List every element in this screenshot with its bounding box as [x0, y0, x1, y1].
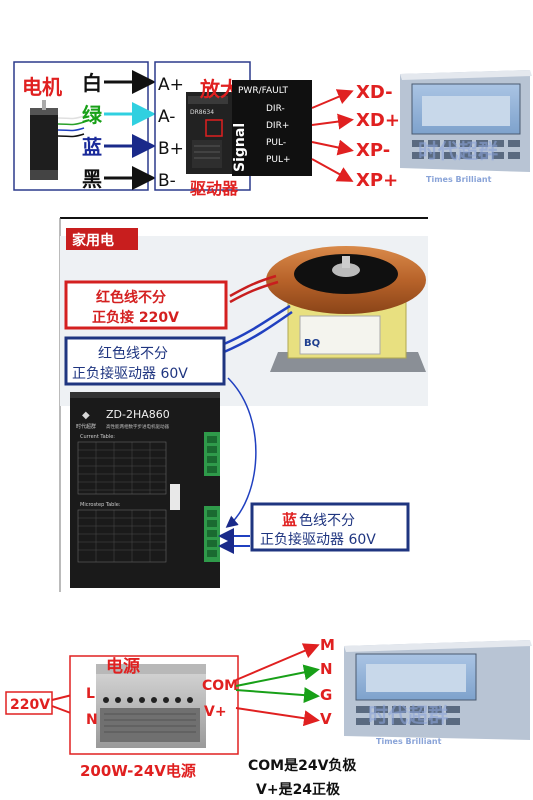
blue-wire-driver-note-box	[250, 502, 410, 552]
wire-color-white: 白	[82, 71, 102, 95]
terminal-a-plus: A+	[158, 75, 184, 95]
red-note-line1: 红色线不分	[96, 289, 166, 306]
pwr-fault-label: PWR/FAULT	[238, 86, 288, 96]
watermark-en-top: Times Brilliant	[426, 175, 492, 184]
watermark-en-bottom: Times Brilliant	[376, 737, 442, 746]
blue-note-line1: 红色线不分	[98, 345, 168, 362]
toroidal-transformer-image: BQ	[266, 246, 426, 372]
note-com: COM是24V负极	[248, 757, 357, 774]
input-voltage-box	[5, 691, 53, 715]
motor-label: 电机	[22, 75, 62, 99]
psu-terminal-n: N	[86, 712, 98, 728]
driver-model-label: ZD-2HA860	[106, 408, 170, 421]
blue-note-line2: 正负接驱动器 60V	[72, 365, 188, 382]
driver-zd2ha860-image: ◆ 时代超群 ZD-2HA860 高性能两相数字步进电机驱动器 Current …	[70, 392, 220, 588]
psu-terminal-l: L	[86, 686, 95, 702]
wire-color-green: 绿	[82, 103, 103, 127]
stepper-motor-image	[30, 100, 85, 180]
driver-small-image: DR8634	[186, 92, 232, 174]
psu-image	[96, 664, 206, 748]
microstep-table-label: Microstep Table:	[80, 502, 121, 508]
header-label: 家用电	[72, 232, 114, 249]
section-household-power: 家用电 BQ 红色线不分 正负接 220V 红色线不分 正负接驱动器 60V	[59, 217, 428, 592]
wire-color-black: 黑	[82, 167, 102, 191]
signal-pul-plus: PUL+	[266, 155, 291, 165]
input-voltage-label: 220V	[10, 697, 50, 713]
controller-image-top: 时代超群 Times Brilliant	[400, 70, 532, 184]
controller-n: N	[320, 660, 333, 678]
signal-dir-minus: DIR-	[266, 104, 285, 114]
driver-sub-label: 高性能两相数字步进电机驱动器	[106, 423, 169, 430]
red-note-line2: 正负接 220V	[92, 309, 179, 326]
red-wire-note-box	[64, 280, 228, 330]
controller-xp-minus: XP-	[356, 140, 390, 161]
current-table-label: Current Table:	[80, 434, 115, 440]
svg-text:BQ: BQ	[304, 338, 320, 349]
watermark-cn-top: 时代超群	[418, 139, 498, 163]
terminal-b-minus: B-	[158, 171, 176, 191]
svg-text:DR8634: DR8634	[190, 109, 214, 116]
signal-pul-minus: PUL-	[266, 138, 286, 148]
psu-label: 电源	[106, 656, 140, 677]
psu-caption: 200W-24V电源	[80, 762, 196, 780]
driver-label: 驱动器	[190, 179, 239, 198]
terminal-a-minus: A-	[158, 107, 175, 127]
controller-xd-plus: XD+	[356, 110, 400, 131]
controller-g: G	[320, 686, 332, 704]
terminal-b-plus: B+	[158, 139, 184, 159]
note-vplus: V+是24正极	[256, 781, 341, 798]
controller-image-bottom: 时代超群 Times Brilliant	[344, 640, 532, 746]
lower-note-highlight: 蓝	[282, 511, 297, 529]
header-tag	[66, 228, 138, 250]
psu-terminal-vplus: V+	[204, 704, 227, 720]
wire-color-blue: 蓝	[82, 135, 102, 159]
lower-note-rest: 色线不分	[299, 512, 355, 529]
controller-xp-plus: XP+	[356, 170, 398, 191]
psu-terminal-com: COM	[202, 678, 238, 694]
section-motor-driver: 电机 白 绿 蓝 黑 A+ A- B+ B- DR8	[13, 61, 532, 198]
controller-m: M	[320, 636, 335, 654]
controller-v: V	[320, 710, 332, 728]
section-power-supply: 220V 电源 L N COM V+ 200W-	[5, 636, 532, 798]
controller-xd-minus: XD-	[356, 82, 393, 103]
driver-brand-label: 时代超群	[76, 423, 96, 430]
watermark-cn-bottom: 时代超群	[368, 703, 448, 727]
svg-text:◆: ◆	[82, 410, 90, 421]
signal-label: Signal	[232, 123, 248, 172]
lower-note-line2: 正负接驱动器 60V	[260, 531, 376, 548]
signal-panel	[232, 80, 312, 176]
signal-dir-plus: DIR+	[266, 121, 289, 131]
blue-wire-note-box	[64, 336, 226, 386]
